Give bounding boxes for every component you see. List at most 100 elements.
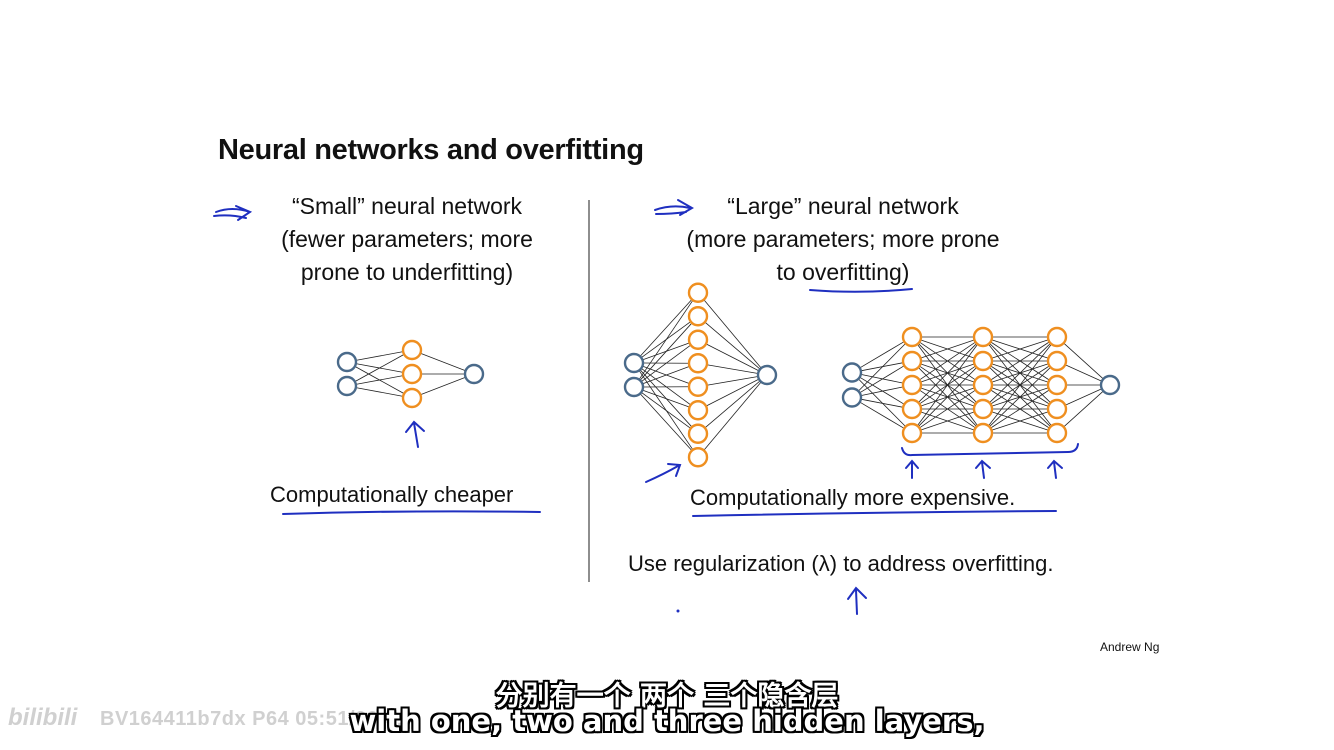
connection (860, 398, 904, 408)
connection (858, 343, 906, 392)
connection (920, 339, 975, 359)
subtitle-english: with one, two and three hidden layers, (349, 704, 985, 738)
small-heading-arrow-icon (213, 205, 253, 221)
connection (706, 376, 759, 386)
hidden-node (401, 339, 423, 361)
connection (918, 367, 977, 427)
connection (703, 299, 762, 369)
connection (989, 366, 1051, 428)
connection (860, 386, 904, 397)
small-network-heading: “Small” neural network (fewer parameters… (262, 190, 552, 289)
connection (919, 389, 976, 429)
connection (859, 401, 905, 429)
regularization-note: Use regularization (λ) to address overfi… (628, 551, 1054, 576)
connection (706, 364, 759, 374)
connection (860, 373, 904, 384)
input-node (623, 376, 645, 398)
large-heading-arrow-icon (654, 199, 694, 216)
lambda-arrow-icon (847, 586, 867, 615)
connection (420, 376, 466, 396)
layer2-arrow-icon (975, 459, 991, 479)
connection (1065, 364, 1102, 382)
deep-net-bracket (901, 443, 1079, 457)
connection (1065, 388, 1102, 406)
author-credit: Andrew Ng (1100, 640, 1160, 654)
connection (991, 339, 1049, 359)
small-cost-label: Computationally cheaper (270, 482, 514, 507)
connection (1063, 342, 1104, 380)
large-heading-line2: (more parameters; more prone (686, 226, 1000, 252)
hidden-node (401, 363, 423, 385)
large-cost-label: Computationally more expensive. (690, 485, 1016, 510)
connection (917, 343, 978, 427)
connection (859, 365, 905, 394)
slide-title: Neural networks and overfitting (218, 134, 644, 166)
hidden-node (972, 374, 994, 396)
connection (704, 321, 761, 370)
large-heading-line1: “Large” neural network (727, 193, 959, 219)
hidden-node (901, 350, 923, 372)
connection (642, 366, 690, 385)
large-deep-network (841, 326, 1121, 444)
connection (354, 354, 405, 382)
hidden-node (1046, 350, 1068, 372)
connection (858, 378, 906, 427)
connection (641, 391, 691, 429)
connection (355, 375, 404, 385)
input-node (336, 375, 358, 397)
connection (990, 389, 1050, 429)
overfitting-underline (809, 288, 913, 293)
output-node (1099, 374, 1121, 396)
small-heading-line3: prone to underfitting) (300, 259, 514, 285)
hidden-node (1046, 374, 1068, 396)
hidden-node (1046, 326, 1068, 348)
connection (703, 381, 762, 451)
hidden-node (687, 376, 709, 397)
hidden-node (901, 422, 923, 444)
hidden-node (687, 423, 709, 444)
hidden-node (687, 353, 709, 374)
large-network-heading: “Large” neural network (more parameters;… (648, 190, 1038, 289)
connection (639, 299, 693, 357)
output-node (463, 363, 485, 385)
connection (918, 343, 977, 403)
small-hidden-arrow-icon (405, 420, 425, 448)
connection (642, 389, 690, 408)
hidden-node (1046, 422, 1068, 444)
connection (859, 341, 905, 369)
connection (919, 341, 976, 381)
connection (355, 387, 404, 397)
connection (705, 343, 760, 372)
ink-dot (676, 609, 680, 613)
hidden-node (687, 329, 709, 350)
bilibili-logo: bilibili (8, 704, 78, 731)
connection (704, 380, 761, 429)
input-node (336, 351, 358, 373)
large-wide-network (623, 282, 778, 468)
input-node (623, 352, 645, 374)
large-heading-line3: to overfitting) (776, 259, 910, 285)
connection (420, 352, 466, 372)
hidden-node (401, 387, 423, 409)
small-heading-line2: (fewer parameters; more (281, 226, 533, 252)
hidden-node (901, 374, 923, 396)
hidden-node (687, 282, 709, 303)
output-node (756, 364, 778, 386)
small-network (336, 339, 485, 409)
connection (705, 378, 760, 407)
connection (990, 341, 1050, 381)
connection (638, 299, 694, 380)
connection (988, 343, 1052, 427)
connection (639, 393, 693, 451)
network-diagrams (336, 282, 1121, 468)
hidden-node (687, 447, 709, 468)
expensive-underline (692, 510, 1057, 517)
hidden-node (1046, 398, 1068, 420)
hidden-node (972, 398, 994, 420)
connection (641, 344, 691, 382)
connection (920, 411, 975, 431)
video-watermark: BV164411b7dx P64 05:51/06:51 (100, 708, 409, 730)
hidden-node (972, 422, 994, 444)
